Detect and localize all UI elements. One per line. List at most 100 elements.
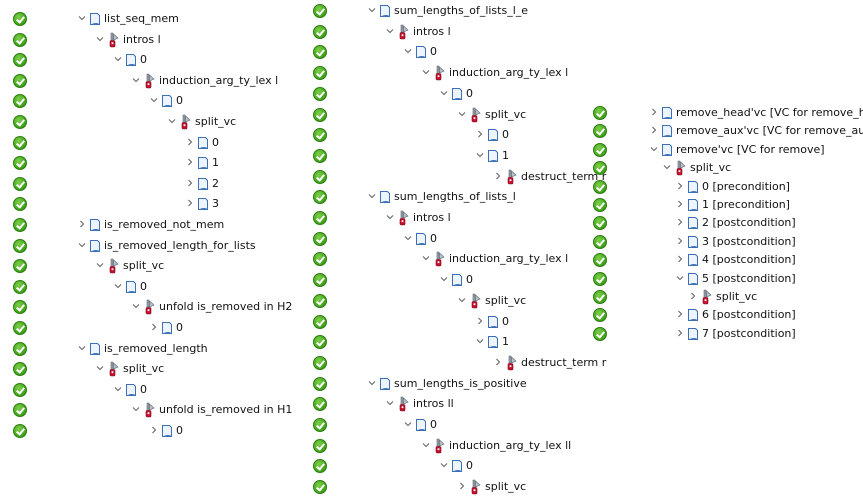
chevron-down-icon[interactable] xyxy=(131,301,141,311)
tree-row[interactable]: induction_arg_ty_lex l xyxy=(304,249,584,269)
chevron-down-icon[interactable] xyxy=(385,26,395,36)
chevron-down-icon[interactable] xyxy=(131,404,141,414)
chevron-down-icon[interactable] xyxy=(95,260,105,270)
tree-row[interactable]: destruct_term r xyxy=(304,167,606,187)
chevron-down-icon[interactable] xyxy=(457,295,467,305)
chevron-down-icon[interactable] xyxy=(167,116,177,126)
tree-row[interactable]: induction_arg_ty_lex ll xyxy=(304,436,584,456)
tree-row[interactable]: 6 [postcondition] xyxy=(586,305,863,325)
tree-row[interactable]: split_vc xyxy=(0,112,300,132)
chevron-down-icon[interactable] xyxy=(475,150,485,160)
tree-row[interactable]: 0 xyxy=(0,277,300,297)
tree-row[interactable]: intros ll xyxy=(304,394,584,414)
chevron-right-icon[interactable] xyxy=(493,171,503,181)
tree-row[interactable]: 0 [precondition] xyxy=(586,177,863,197)
tree-row[interactable]: intros l xyxy=(304,208,584,228)
tree-row[interactable]: 0 xyxy=(0,91,300,111)
tree-row[interactable]: split_vc xyxy=(586,287,863,307)
chevron-down-icon[interactable] xyxy=(421,440,431,450)
chevron-right-icon[interactable] xyxy=(649,125,659,135)
tree-row[interactable]: split_vc xyxy=(304,477,584,497)
tree-row[interactable]: 7 [postcondition] xyxy=(586,324,863,344)
tree-row[interactable]: remove'vc [VC for remove] xyxy=(586,140,863,160)
tree-row[interactable]: destruct_term r xyxy=(304,353,606,373)
tree-row[interactable]: 1 [precondition] xyxy=(586,195,863,215)
tree-row[interactable]: 0 xyxy=(0,421,300,441)
chevron-down-icon[interactable] xyxy=(113,384,123,394)
tree-row[interactable]: 0 xyxy=(304,125,584,145)
chevron-down-icon[interactable] xyxy=(113,281,123,291)
tree-row[interactable]: sum_lengths_is_positive xyxy=(304,374,584,394)
tree-row[interactable]: 0 xyxy=(304,415,584,435)
tree-row[interactable]: is_removed_length xyxy=(0,339,300,359)
tree-row[interactable]: 3 xyxy=(0,194,300,214)
tree-row[interactable]: sum_lengths_of_lists_l xyxy=(304,187,584,207)
chevron-right-icon[interactable] xyxy=(185,198,195,208)
chevron-right-icon[interactable] xyxy=(675,199,685,209)
chevron-down-icon[interactable] xyxy=(649,144,659,154)
chevron-right-icon[interactable] xyxy=(675,328,685,338)
tree-row[interactable]: sum_lengths_of_lists_l_e xyxy=(304,1,584,21)
chevron-down-icon[interactable] xyxy=(421,253,431,263)
chevron-down-icon[interactable] xyxy=(439,88,449,98)
chevron-down-icon[interactable] xyxy=(95,34,105,44)
chevron-down-icon[interactable] xyxy=(95,363,105,373)
chevron-right-icon[interactable] xyxy=(77,219,87,229)
chevron-right-icon[interactable] xyxy=(649,107,659,117)
tree-row[interactable]: 5 [postcondition] xyxy=(586,269,863,289)
tree-row[interactable]: split_vc xyxy=(586,158,863,178)
chevron-right-icon[interactable] xyxy=(475,129,485,139)
chevron-down-icon[interactable] xyxy=(457,109,467,119)
tree-row[interactable]: 0 xyxy=(304,456,584,476)
chevron-down-icon[interactable] xyxy=(421,67,431,77)
tree-row[interactable]: intros l xyxy=(0,30,300,50)
tree-row[interactable]: list_seq_mem xyxy=(0,9,300,29)
chevron-down-icon[interactable] xyxy=(77,343,87,353)
chevron-down-icon[interactable] xyxy=(662,162,672,172)
chevron-down-icon[interactable] xyxy=(385,212,395,222)
chevron-down-icon[interactable] xyxy=(475,336,485,346)
tree-row[interactable]: 0 xyxy=(304,42,584,62)
chevron-down-icon[interactable] xyxy=(149,95,159,105)
chevron-down-icon[interactable] xyxy=(77,240,87,250)
chevron-right-icon[interactable] xyxy=(675,254,685,264)
tree-row[interactable]: 0 xyxy=(304,270,584,290)
tree-row[interactable]: is_removed_not_mem xyxy=(0,215,300,235)
tree-row[interactable]: induction_arg_ty_lex l xyxy=(0,71,300,91)
chevron-right-icon[interactable] xyxy=(675,309,685,319)
tree-row[interactable]: 0 xyxy=(0,380,300,400)
chevron-down-icon[interactable] xyxy=(403,233,413,243)
tree-row[interactable]: split_vc xyxy=(0,359,300,379)
chevron-down-icon[interactable] xyxy=(113,54,123,64)
chevron-down-icon[interactable] xyxy=(385,398,395,408)
tree-row[interactable]: remove_aux'vc [VC for remove_aux] xyxy=(586,121,863,141)
chevron-right-icon[interactable] xyxy=(185,157,195,167)
chevron-right-icon[interactable] xyxy=(688,291,698,301)
chevron-down-icon[interactable] xyxy=(131,75,141,85)
tree-row[interactable]: split_vc xyxy=(304,105,584,125)
tree-row[interactable]: 0 xyxy=(0,133,300,153)
tree-row[interactable]: intros l xyxy=(304,22,584,42)
chevron-down-icon[interactable] xyxy=(367,191,377,201)
tree-row[interactable]: 0 xyxy=(0,318,300,338)
chevron-down-icon[interactable] xyxy=(77,13,87,23)
tree-row[interactable]: split_vc xyxy=(0,256,300,276)
chevron-right-icon[interactable] xyxy=(149,425,159,435)
chevron-right-icon[interactable] xyxy=(185,137,195,147)
chevron-right-icon[interactable] xyxy=(675,217,685,227)
chevron-right-icon[interactable] xyxy=(149,322,159,332)
tree-row[interactable]: unfold is_removed in H1 xyxy=(0,400,300,420)
tree-row[interactable]: unfold is_removed in H2 xyxy=(0,297,300,317)
tree-row[interactable]: 0 xyxy=(304,84,584,104)
tree-row[interactable]: 2 [postcondition] xyxy=(586,213,863,233)
tree-row[interactable]: is_removed_length_for_lists xyxy=(0,236,300,256)
chevron-right-icon[interactable] xyxy=(493,357,503,367)
chevron-down-icon[interactable] xyxy=(403,46,413,56)
chevron-down-icon[interactable] xyxy=(367,5,377,15)
chevron-right-icon[interactable] xyxy=(475,316,485,326)
chevron-down-icon[interactable] xyxy=(675,273,685,283)
chevron-down-icon[interactable] xyxy=(367,378,377,388)
tree-row[interactable]: remove_head'vc [VC for remove_head] xyxy=(586,103,863,123)
tree-row[interactable]: 1 xyxy=(304,332,584,352)
tree-row[interactable]: induction_arg_ty_lex l xyxy=(304,63,584,83)
